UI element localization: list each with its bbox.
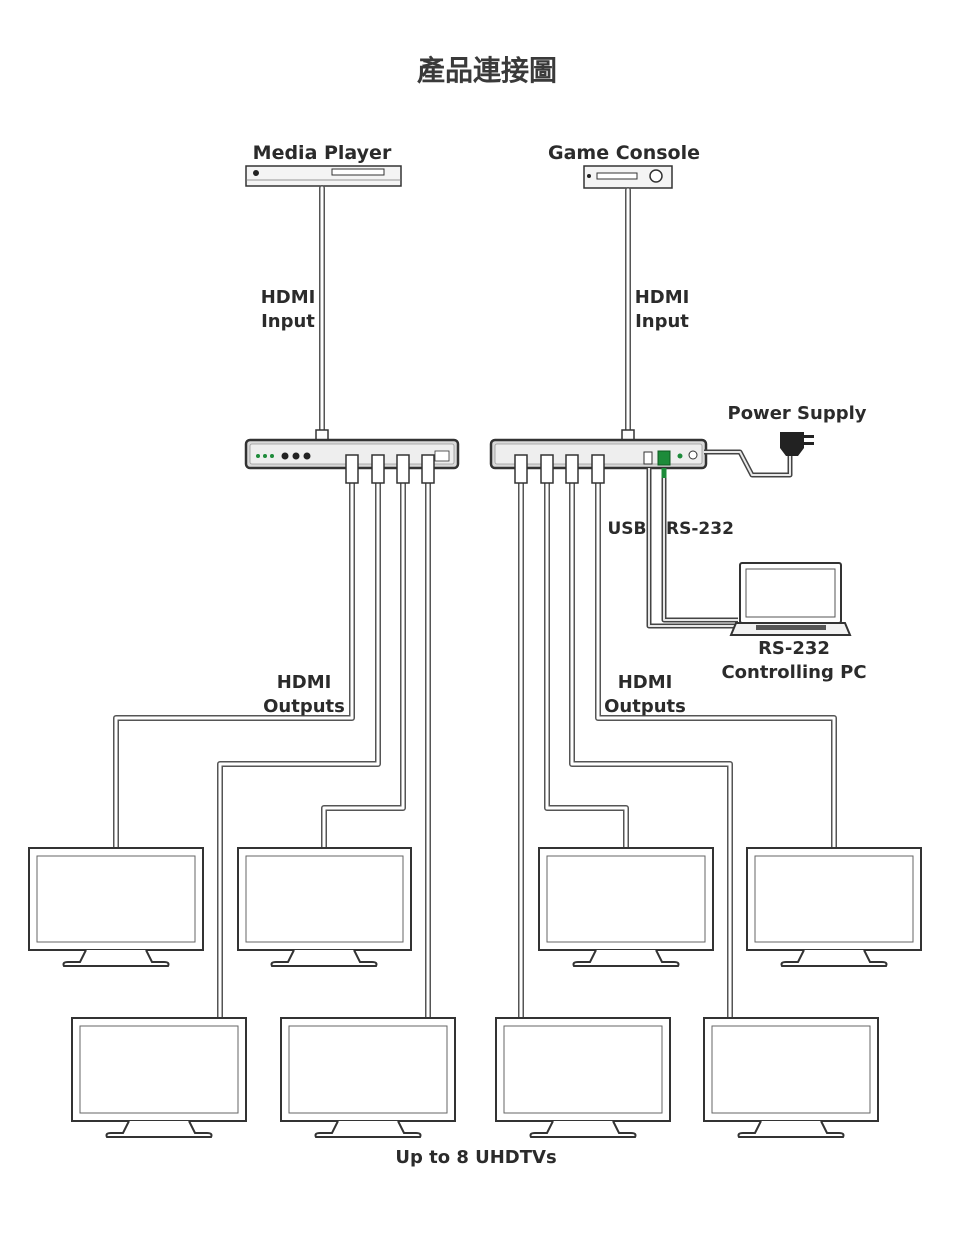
displays-caption: Up to 8 UHDTVs bbox=[395, 1147, 556, 1168]
uhdtv-display-3 bbox=[538, 847, 714, 967]
hdmi-input-cable-right bbox=[621, 187, 635, 453]
media-player-device bbox=[245, 165, 402, 187]
uhdtv-display-1 bbox=[28, 847, 204, 967]
hdmi-input-right-line2: Input bbox=[635, 311, 689, 332]
pc-label-line1: RS-232 bbox=[758, 638, 830, 659]
pc-label-line2: Controlling PC bbox=[721, 662, 866, 683]
diagram-title: 產品連接圖 bbox=[417, 54, 557, 87]
hdmi-output-cables-right bbox=[514, 454, 837, 1021]
uhdtv-display-5 bbox=[71, 1017, 247, 1138]
usb-label: USB bbox=[607, 519, 646, 539]
game-console-device bbox=[583, 165, 673, 189]
usb-cable bbox=[646, 468, 736, 629]
hdmi-input-left-line1: HDMI bbox=[261, 287, 316, 308]
rs232-label: RS-232 bbox=[666, 519, 734, 539]
uhdtv-display-2 bbox=[237, 847, 412, 967]
hdmi-output-cables-left bbox=[113, 454, 435, 1021]
hdmi-outputs-left-line2: Outputs bbox=[263, 696, 345, 717]
uhdtv-display-7 bbox=[495, 1017, 671, 1138]
media-player-label: Media Player bbox=[253, 142, 392, 164]
uhdtv-display-6 bbox=[280, 1017, 456, 1138]
rs232-cable bbox=[661, 468, 738, 623]
controlling-pc-laptop bbox=[729, 562, 852, 636]
uhdtv-display-8 bbox=[703, 1017, 879, 1138]
hdmi-outputs-right-line2: Outputs bbox=[604, 696, 686, 717]
hdmi-outputs-left-line1: HDMI bbox=[277, 672, 332, 693]
hdmi-outputs-right-line1: HDMI bbox=[618, 672, 673, 693]
game-console-label: Game Console bbox=[548, 142, 700, 164]
uhdtv-display-4 bbox=[746, 847, 922, 967]
hdmi-input-cable-left bbox=[315, 185, 329, 453]
power-supply-adapter bbox=[704, 432, 814, 478]
hdmi-input-left-line2: Input bbox=[261, 311, 315, 332]
hdmi-input-right-line1: HDMI bbox=[635, 287, 690, 308]
power-supply-label: Power Supply bbox=[728, 403, 867, 424]
